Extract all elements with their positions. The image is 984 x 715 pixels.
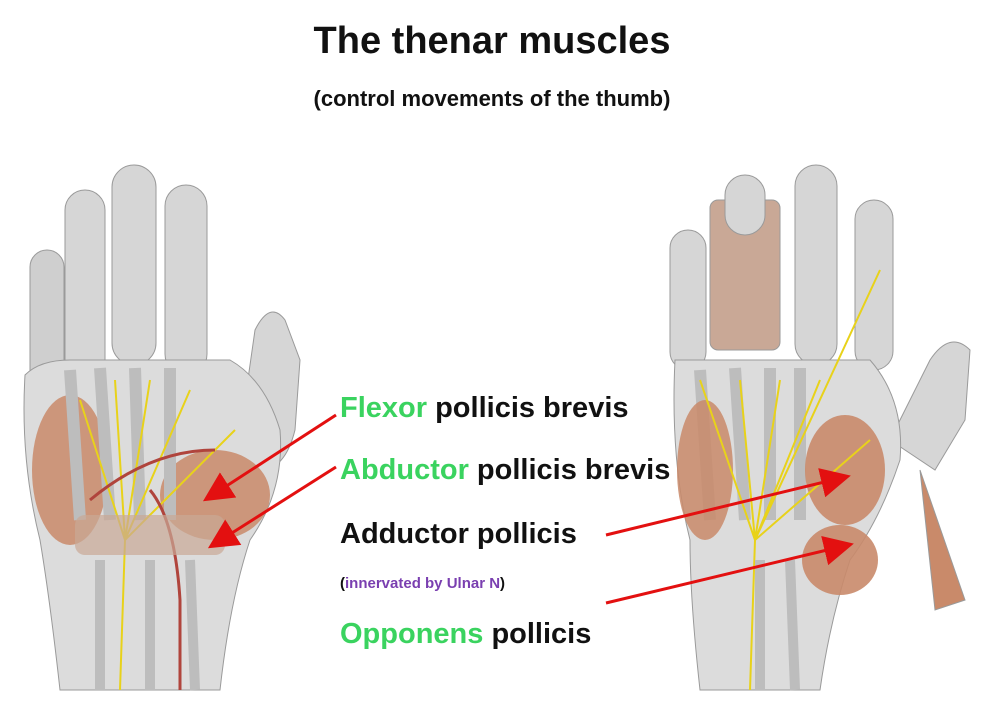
- note-text: innervated by Ulnar N: [345, 575, 501, 592]
- label-flexor-rest: pollicis brevis: [427, 392, 629, 424]
- left-ring-finger: [64, 189, 106, 381]
- label-adductor-rest: Adductor pollicis: [340, 518, 577, 550]
- left-index-finger: [164, 184, 208, 376]
- right-thumb: [889, 341, 971, 471]
- label-opponens-pollicis: Opponens pollicis: [340, 618, 591, 651]
- arrow-abductor: [207, 465, 337, 549]
- label-abductor-rest: pollicis brevis: [468, 454, 671, 486]
- arrow-opponens: [605, 536, 854, 605]
- right-opponens-pollicis: [802, 525, 878, 595]
- right-hand-drawing: [669, 164, 971, 691]
- label-abductor-pollicis-brevis: Abductor pollicis brevis: [340, 454, 670, 487]
- page-subtitle: (control movements of the thumb): [313, 86, 671, 111]
- right-middle-finger: [794, 164, 838, 366]
- ulnar-innervation-note: (innervated by Ulnar N): [340, 575, 505, 592]
- left-hand-drawing: [23, 164, 301, 691]
- left-flexor-tendons: [64, 367, 176, 521]
- arrow-adductor: [605, 468, 851, 537]
- left-retinaculum: [75, 515, 225, 555]
- arrow-flexor: [202, 413, 337, 502]
- right-forearm-tendons: [755, 559, 800, 691]
- label-adductor-pollicis: Adductor pollicis: [340, 518, 577, 551]
- label-flexor-highlight: Flexor: [340, 392, 428, 424]
- right-ring-fingertip: [724, 174, 766, 236]
- right-adductor-pollicis: [805, 415, 885, 525]
- left-middle-finger: [111, 164, 157, 366]
- note-close-paren: ): [500, 575, 506, 592]
- label-abductor-highlight: Abductor: [340, 454, 469, 486]
- page-title: The thenar muscles: [313, 20, 671, 62]
- right-little-finger: [669, 229, 707, 371]
- note-open-paren: (: [340, 575, 345, 592]
- left-forearm-tendons: [95, 559, 200, 691]
- label-opponens-rest: pollicis: [483, 618, 592, 650]
- right-nerves: [699, 269, 881, 691]
- label-opponens-highlight: Opponens: [340, 618, 484, 650]
- right-hypothenar-muscles: [677, 400, 733, 540]
- right-reflected-muscle: [919, 469, 966, 611]
- label-flexor-pollicis-brevis: Flexor pollicis brevis: [340, 392, 629, 425]
- left-hypothenar-muscles: [32, 395, 108, 545]
